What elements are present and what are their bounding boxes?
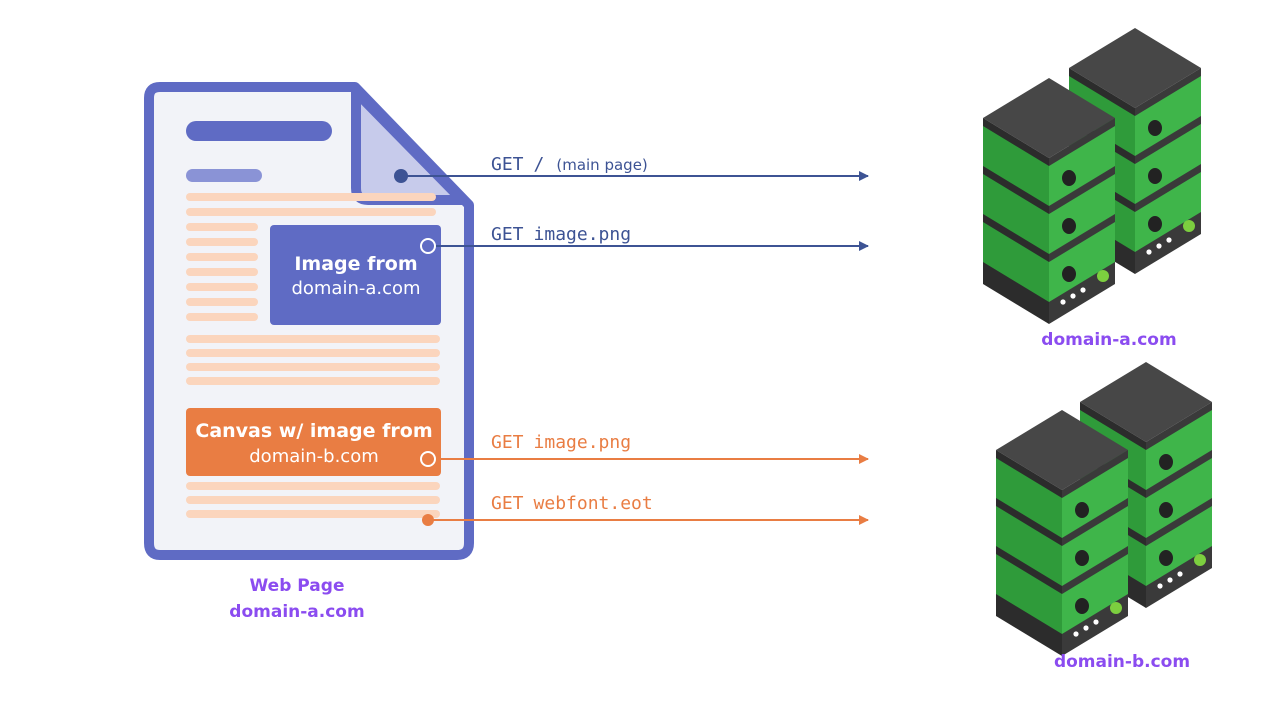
canvas-box-title: Canvas w/ image from	[195, 420, 432, 442]
request-main-page: GET/(main page)	[394, 154, 869, 183]
canvas-box-subtitle: domain-b.com	[249, 446, 379, 467]
request-origin-dot	[422, 514, 434, 526]
server-rack-icon	[996, 410, 1128, 656]
document-heading-bar	[186, 121, 332, 141]
server-domain-a: domain-a.com	[983, 28, 1201, 350]
web-page-document: Image from domain-a.com Canvas w/ image …	[144, 82, 474, 622]
server-b-label: domain-b.com	[1054, 652, 1190, 672]
web-page-domain-caption: domain-a.com	[229, 602, 364, 622]
canvas-from-domain-b-box: Canvas w/ image from domain-b.com	[186, 408, 441, 476]
request-origin-dot	[394, 169, 408, 183]
image-from-domain-a-box: Image from domain-a.com	[270, 225, 441, 325]
document-text-lines	[186, 193, 440, 518]
server-domain-b: domain-b.com	[996, 362, 1212, 672]
document-subheading-bar	[186, 169, 262, 182]
image-box-subtitle: domain-a.com	[291, 278, 420, 299]
request-main-page-label: GET/(main page)	[491, 154, 648, 175]
request-origin-ring	[420, 238, 436, 254]
image-box-title: Image from	[294, 253, 417, 275]
server-rack-icon	[983, 78, 1115, 324]
web-page-caption: Web Page	[250, 576, 345, 596]
request-origin-ring	[420, 451, 436, 467]
document-fold-icon	[351, 87, 467, 205]
server-a-label: domain-a.com	[1041, 330, 1176, 350]
